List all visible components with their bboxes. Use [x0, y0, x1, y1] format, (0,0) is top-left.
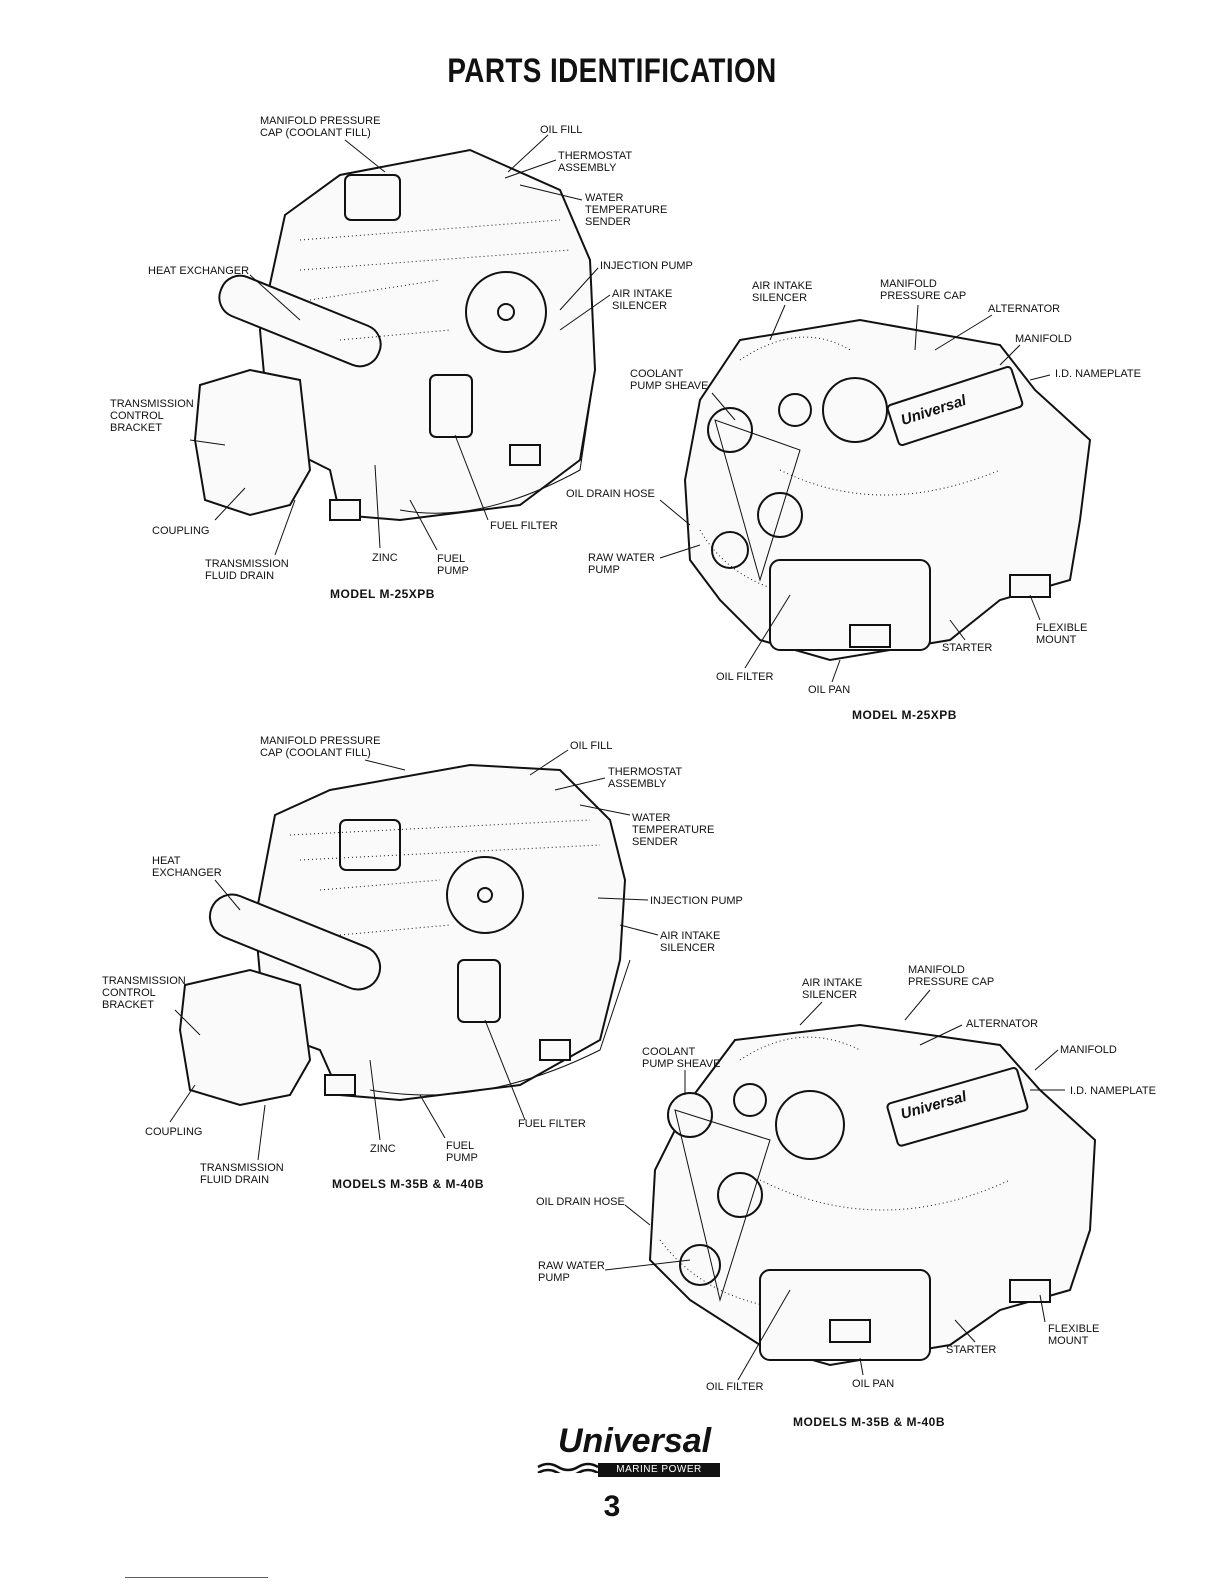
label-oil-filter: OIL FILTER: [706, 1381, 764, 1393]
label-alternator: ALTERNATOR: [966, 1018, 1039, 1030]
engine-drawing-2: [683, 318, 1092, 662]
label-oil-filter: OIL FILTER: [716, 671, 774, 683]
label-raw-water-pump: RAW WATER PUMP: [538, 1260, 605, 1284]
label-injection-pump: INJECTION PUMP: [650, 895, 743, 907]
leader-lines: [169, 134, 1065, 1381]
diagram-caption: MODELS M-35B & M-40B: [332, 1177, 485, 1191]
label-air-intake: AIR INTAKE SILENCER: [660, 930, 721, 954]
label-coupling: COUPLING: [152, 525, 210, 537]
label-oil-fill: OIL FILL: [540, 124, 583, 136]
label-oil-drain-hose: OIL DRAIN HOSE: [566, 488, 655, 500]
label-thermostat: THERMOSTAT ASSEMBLY: [558, 150, 633, 174]
universal-logo: Universal MARINE POWER: [536, 1423, 726, 1483]
label-injection-pump: INJECTION PUMP: [600, 260, 693, 272]
label-oil-drain-hose: OIL DRAIN HOSE: [536, 1196, 625, 1208]
label-flexible-mount: FLEXIBLE MOUNT: [1048, 1323, 1100, 1347]
label-oil-pan: OIL PAN: [852, 1378, 895, 1390]
logo-wordmark: Universal: [558, 1422, 712, 1460]
label-raw-water-pump: RAW WATER PUMP: [588, 552, 655, 576]
label-thermostat: THERMOSTAT ASSEMBLY: [608, 766, 683, 790]
label-transmission-bracket: TRANSMISSION CONTROL BRACKET: [110, 398, 194, 434]
label-transmission-drain: TRANSMISSION FLUID DRAIN: [205, 558, 289, 582]
label-nameplate: I.D. NAMEPLATE: [1070, 1085, 1156, 1097]
label-manifold: MANIFOLD: [1015, 333, 1072, 345]
label-coolant-sheave: COOLANT PUMP SHEAVE: [642, 1046, 721, 1070]
diagram-caption: MODEL M-25XPB: [330, 587, 435, 601]
page-number: 3: [603, 1490, 621, 1523]
label-starter: STARTER: [946, 1344, 997, 1356]
label-manifold-cap: MANIFOLD PRESSURE CAP (COOLANT FILL): [260, 115, 381, 139]
label-water-temp-sender: WATER TEMPERATURE SENDER: [632, 812, 715, 848]
label-air-intake: AIR INTAKE SILENCER: [752, 280, 813, 304]
label-manifold-cap: MANIFOLD PRESSURE CAP (COOLANT FILL): [260, 735, 381, 759]
logo-wave-icon: [537, 1462, 599, 1473]
diagram-caption: MODEL M-25XPB: [852, 708, 957, 722]
label-nameplate: I.D. NAMEPLATE: [1055, 368, 1141, 380]
label-flexible-mount: FLEXIBLE MOUNT: [1036, 622, 1088, 646]
label-heat-exchanger: HEAT EXCHANGER: [148, 265, 250, 277]
engine-drawing-3: [178, 763, 631, 1107]
label-coolant-sheave: COOLANT PUMP SHEAVE: [630, 368, 709, 392]
label-coupling: COUPLING: [145, 1126, 203, 1138]
label-zinc: ZINC: [370, 1143, 396, 1155]
label-fuel-filter: FUEL FILTER: [490, 520, 558, 532]
label-manifold-cap: MANIFOLD PRESSURE CAP: [908, 964, 995, 988]
diagram-caption: MODELS M-35B & M-40B: [793, 1415, 946, 1429]
engine-drawing-1: [193, 148, 597, 522]
label-transmission-bracket: TRANSMISSION CONTROL BRACKET: [102, 975, 186, 1011]
label-fuel-pump: FUEL PUMP: [446, 1140, 478, 1164]
label-zinc: ZINC: [372, 552, 398, 564]
label-fuel-filter: FUEL FILTER: [518, 1118, 586, 1130]
label-starter: STARTER: [942, 642, 993, 654]
page-title: PARTS IDENTIFICATION: [447, 52, 777, 90]
label-oil-fill: OIL FILL: [570, 740, 613, 752]
logo-tagline: MARINE POWER: [598, 1463, 720, 1477]
label-manifold-cap: MANIFOLD PRESSURE CAP: [880, 278, 967, 302]
label-water-temp-sender: WATER TEMPERATURE SENDER: [585, 192, 668, 228]
label-air-intake: AIR INTAKE SILENCER: [612, 288, 673, 312]
label-fuel-pump: FUEL PUMP: [437, 553, 469, 577]
label-oil-pan: OIL PAN: [808, 684, 851, 696]
engine-drawing-4: [648, 1023, 1097, 1367]
label-manifold: MANIFOLD: [1060, 1044, 1117, 1056]
label-air-intake: AIR INTAKE SILENCER: [802, 977, 863, 1001]
label-transmission-drain: TRANSMISSION FLUID DRAIN: [200, 1162, 284, 1186]
label-alternator: ALTERNATOR: [988, 303, 1061, 315]
footer-rule: [125, 1577, 268, 1578]
label-heat-exchanger: HEAT EXCHANGER: [152, 855, 222, 879]
